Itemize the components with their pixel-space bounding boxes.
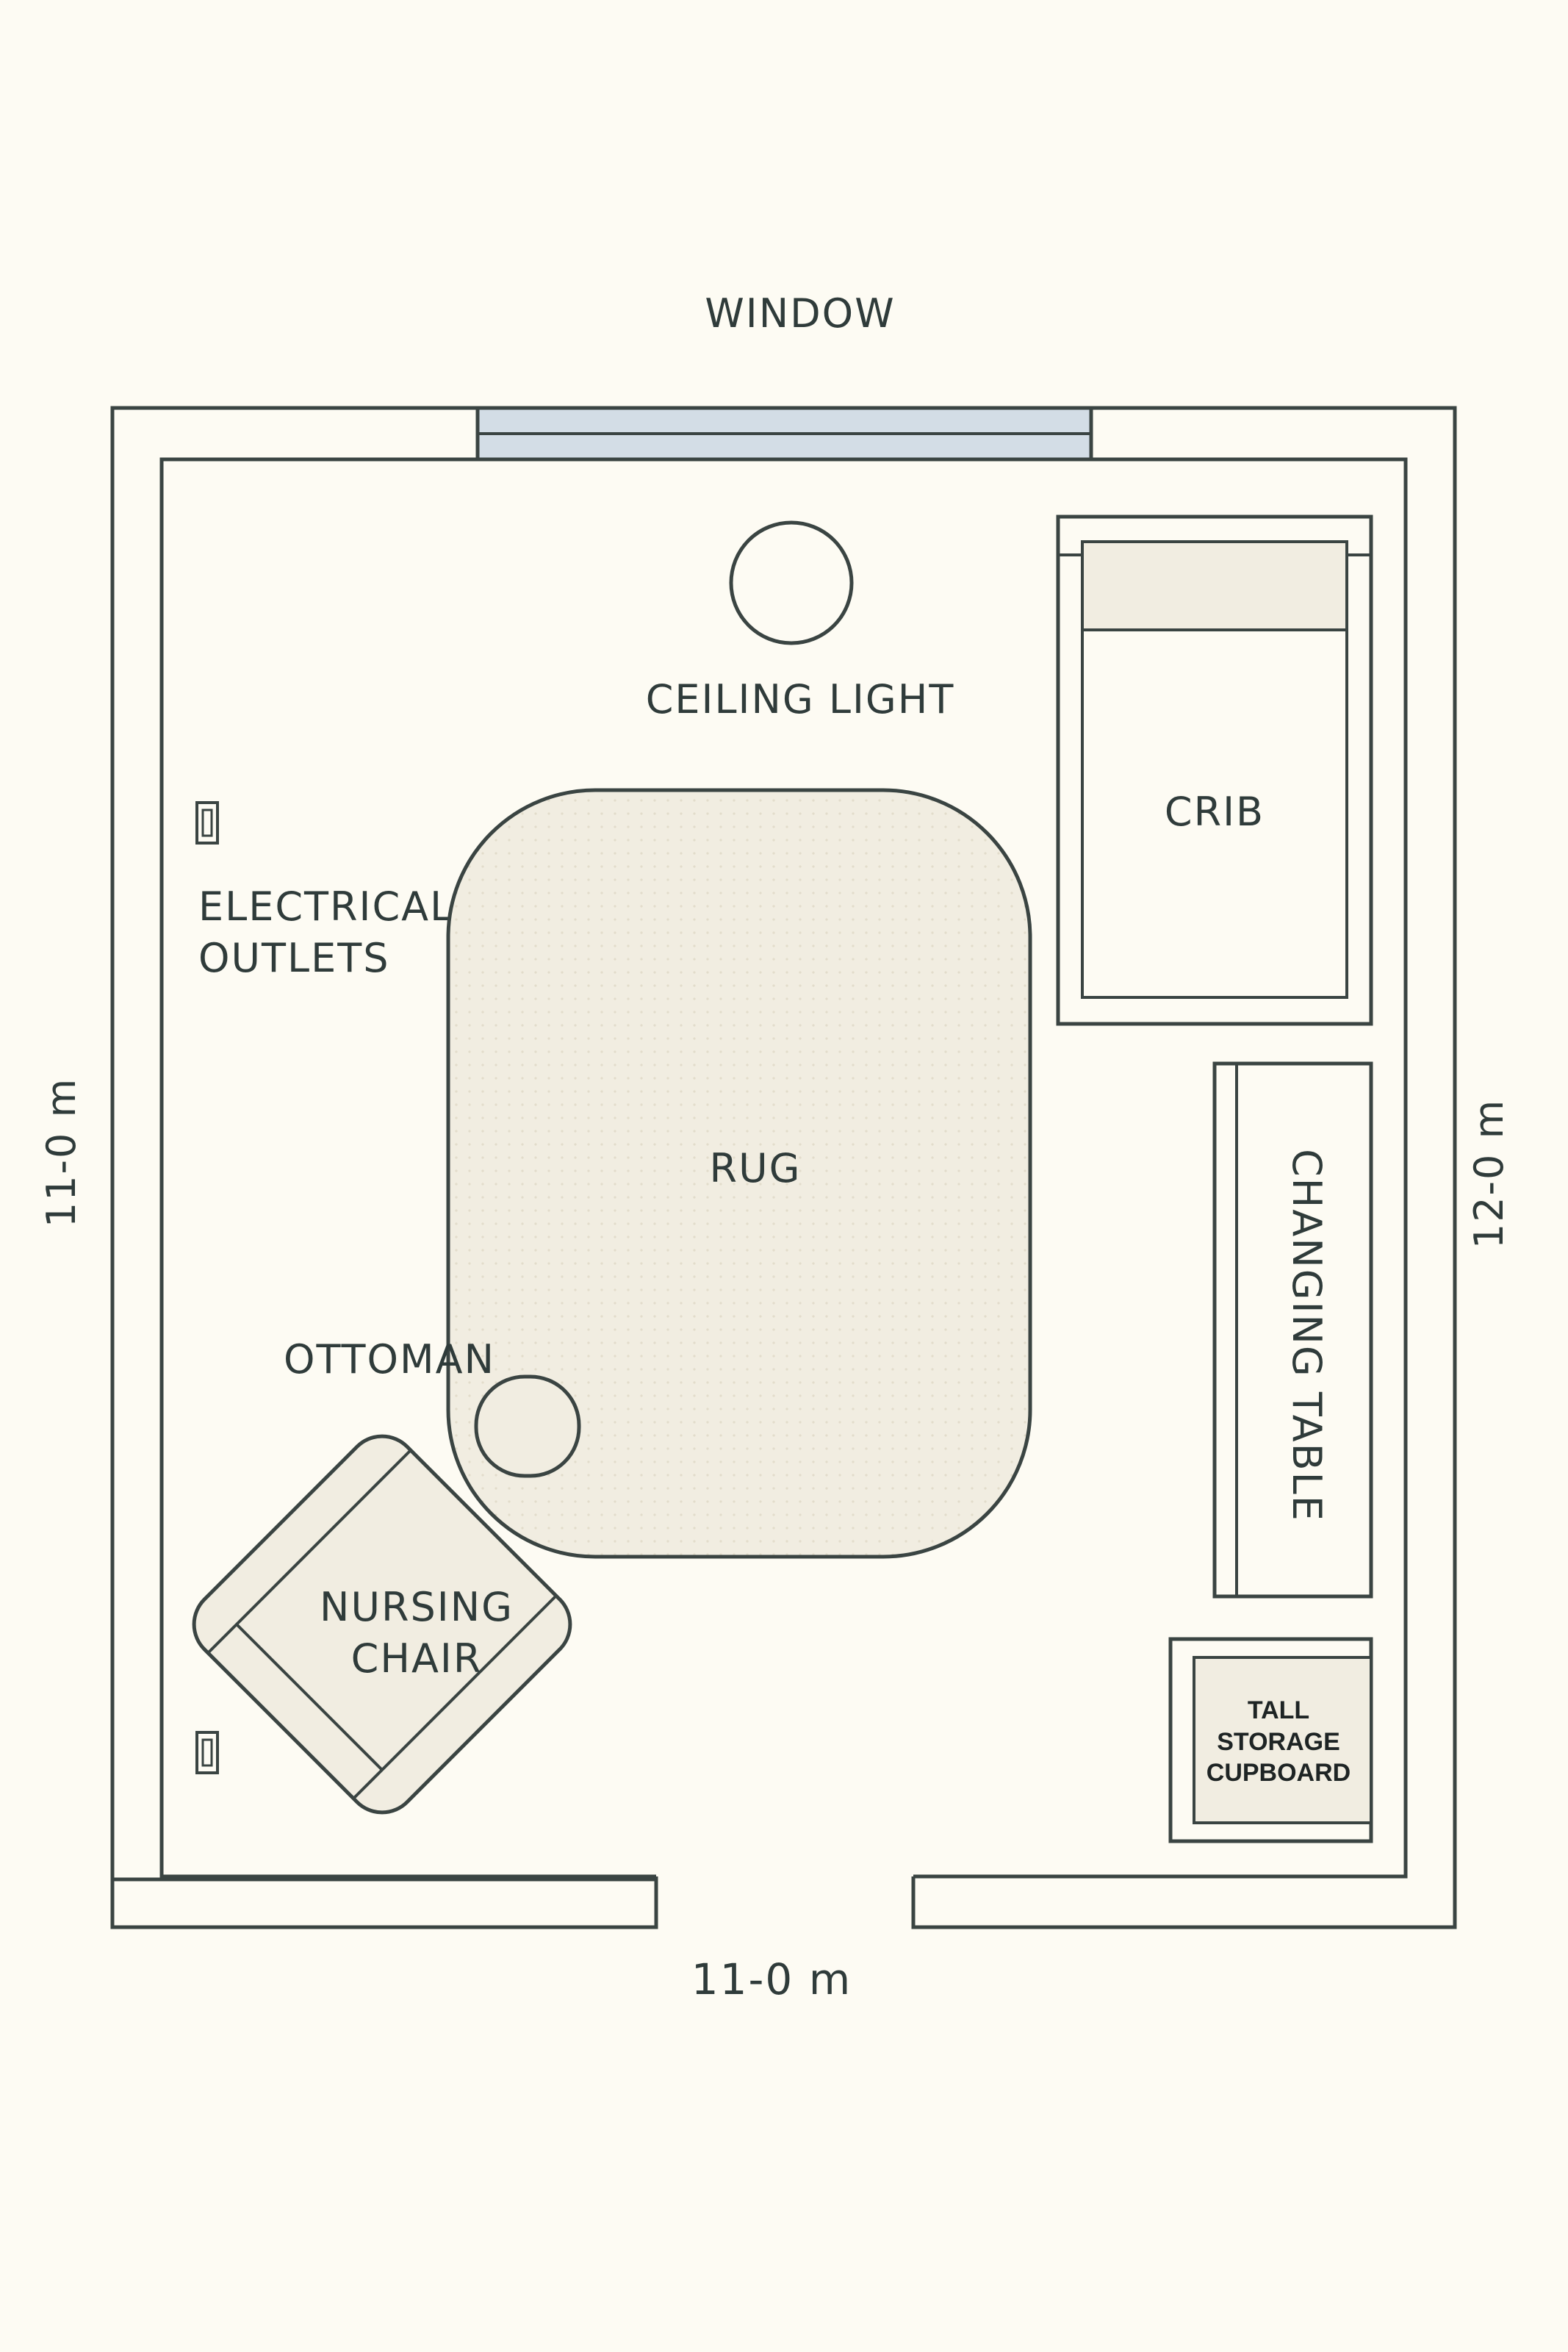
rug-label: RUG [710,1145,802,1191]
dimension-right: 12-0 m [1466,1099,1512,1249]
changing-table [1212,1061,1373,1599]
nursing-chair-label-line1: NURSING [320,1584,514,1630]
nursing-chair [192,1434,572,1815]
electrical-outlets-label-line1: ELECTRICAL [198,883,453,930]
storage-label-line3: CUPBOARD [1206,1759,1351,1787]
ottoman [474,1374,581,1478]
electrical-outlets-label-line2: OUTLETS [198,935,389,981]
storage-label-line2: STORAGE [1217,1728,1340,1756]
electrical-outlet-upper [195,801,219,845]
storage-label-line1: TALL [1248,1696,1309,1724]
changing-table-label: CHANGING TABLE [1284,1149,1330,1522]
dimension-left: 11-0 m [38,1078,84,1227]
window [475,406,1093,462]
crib-label: CRIB [1165,789,1265,835]
ottoman-label: OTTOMAN [284,1336,495,1383]
ceiling-light-label: CEILING LIGHT [646,676,955,723]
ceiling-light [729,520,854,645]
crib [1056,514,1373,1026]
nursing-chair-label-line2: CHAIR [351,1635,483,1682]
dimension-bottom: 11-0 m [691,1954,852,2004]
electrical-outlet-lower [195,1731,219,1774]
rug [446,788,1032,1559]
tall-storage-cupboard [1168,1637,1373,1843]
window-label: WINDOW [705,290,895,337]
